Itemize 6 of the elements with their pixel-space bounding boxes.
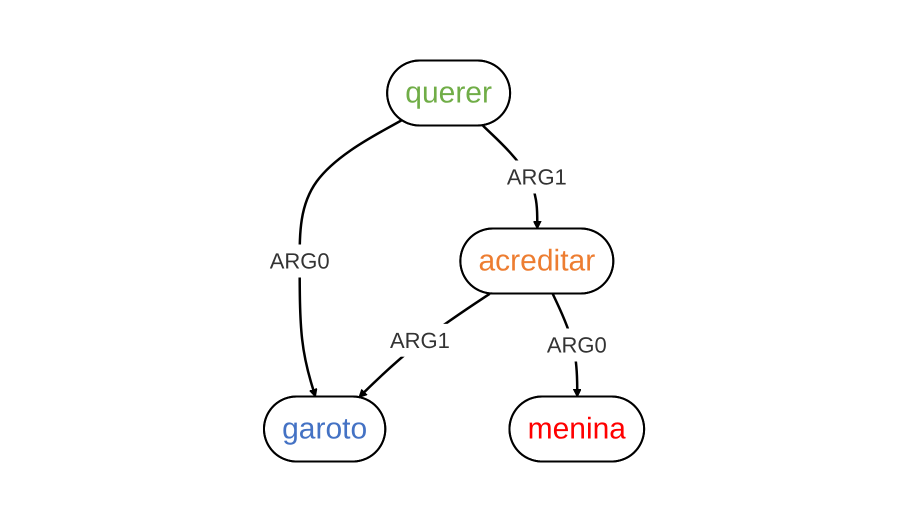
edge-label: ARG0 <box>547 332 608 358</box>
edge-label: ARG1 <box>507 164 568 190</box>
edge-label: ARG1 <box>390 328 450 353</box>
edge-label: ARG0 <box>270 248 330 274</box>
arrow <box>298 119 403 398</box>
arrow <box>358 292 491 398</box>
